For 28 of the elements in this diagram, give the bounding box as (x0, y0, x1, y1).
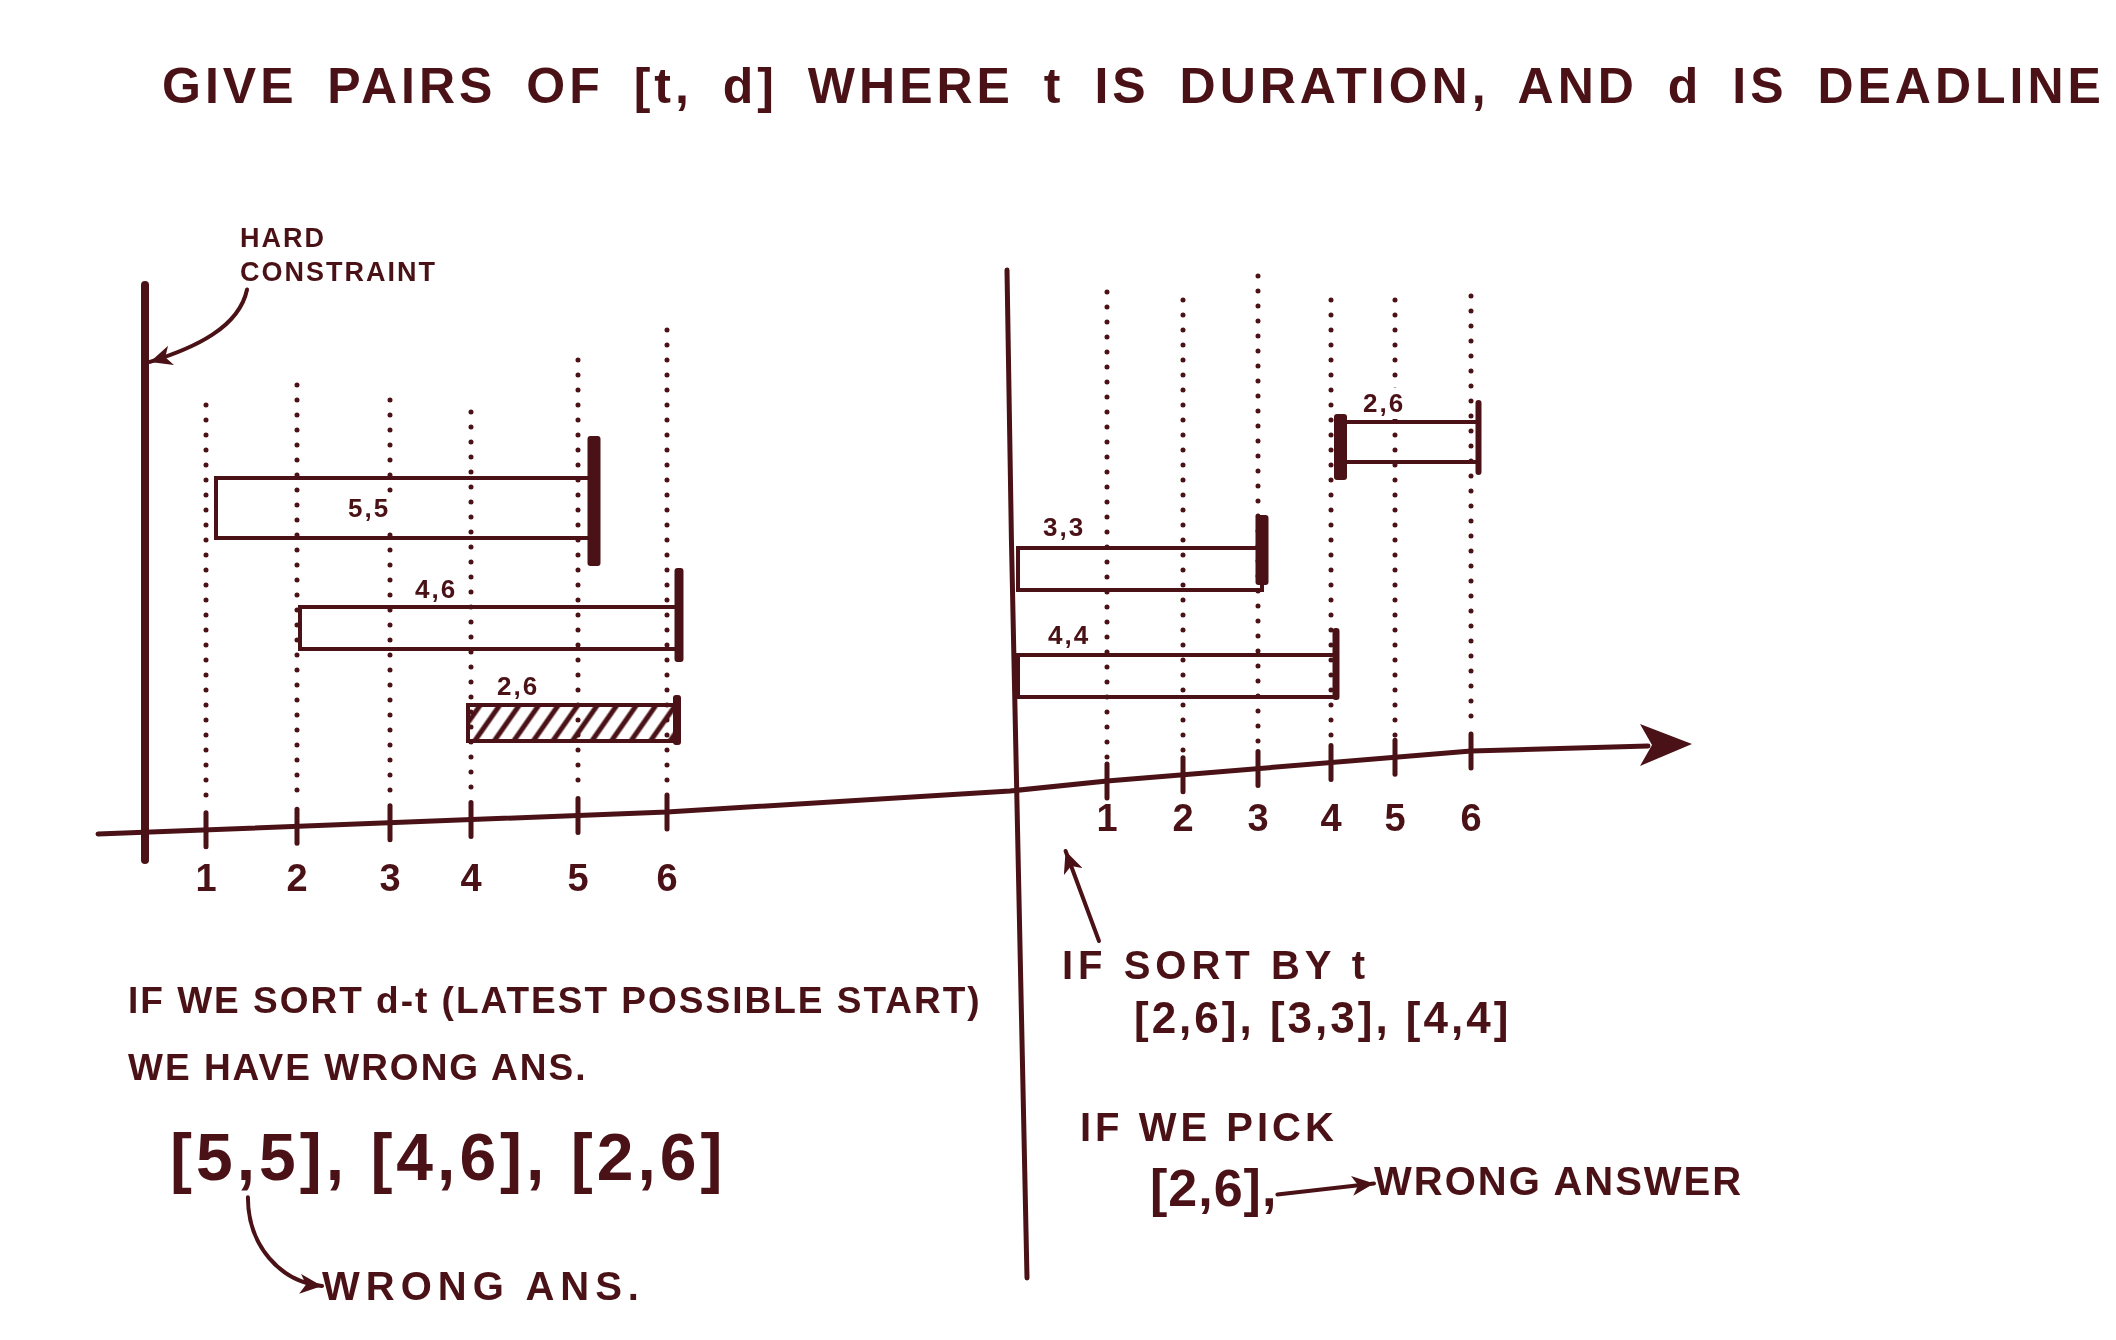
title-text: GIVE PAIRS OF [t, d] WHERE t IS DURATION, AND d IS DEADLINE (162, 57, 2105, 116)
tick-label: 4 (460, 856, 482, 901)
tick-label: 5 (1384, 796, 1406, 841)
callout-text: HARD CONSTRAINT (240, 222, 475, 290)
arrow (245, 1195, 324, 1293)
note-text: IF SORT BY t (1062, 941, 1371, 989)
result-text: WRONG ANS. (322, 1262, 645, 1310)
pair-text: [2,6], (1150, 1157, 1278, 1220)
time-axis (94, 724, 1692, 851)
arrow (1063, 849, 1101, 943)
tick-label: 5 (567, 856, 589, 901)
tick-label: 4 (1320, 796, 1342, 841)
tick-label: 1 (1096, 796, 1118, 841)
result-text: WRONG ANSWER (1374, 1157, 1744, 1205)
note-text: IF WE PICK (1080, 1104, 1338, 1151)
tick-label: 6 (656, 856, 678, 901)
pair-list-text: [5,5], [4,6], [2,6] (170, 1118, 727, 1198)
tick-label: 3 (379, 856, 401, 901)
tick-label: 2 (1172, 796, 1194, 841)
vertical-axis-line (140, 280, 150, 865)
pair-list-text: [2,6], [3,3], [4,4] (1134, 992, 1512, 1044)
arrow (1275, 1175, 1376, 1197)
tick-label: 1 (195, 856, 217, 901)
tick-label: 6 (1460, 796, 1482, 841)
note-text: IF WE SORT d-t (LATEST POSSIBLE START) WE HAVE WRONG ANS. (128, 979, 983, 1090)
tick-label: 3 (1247, 796, 1269, 841)
tick-label: 2 (286, 856, 308, 901)
leader-arrow (148, 287, 250, 365)
